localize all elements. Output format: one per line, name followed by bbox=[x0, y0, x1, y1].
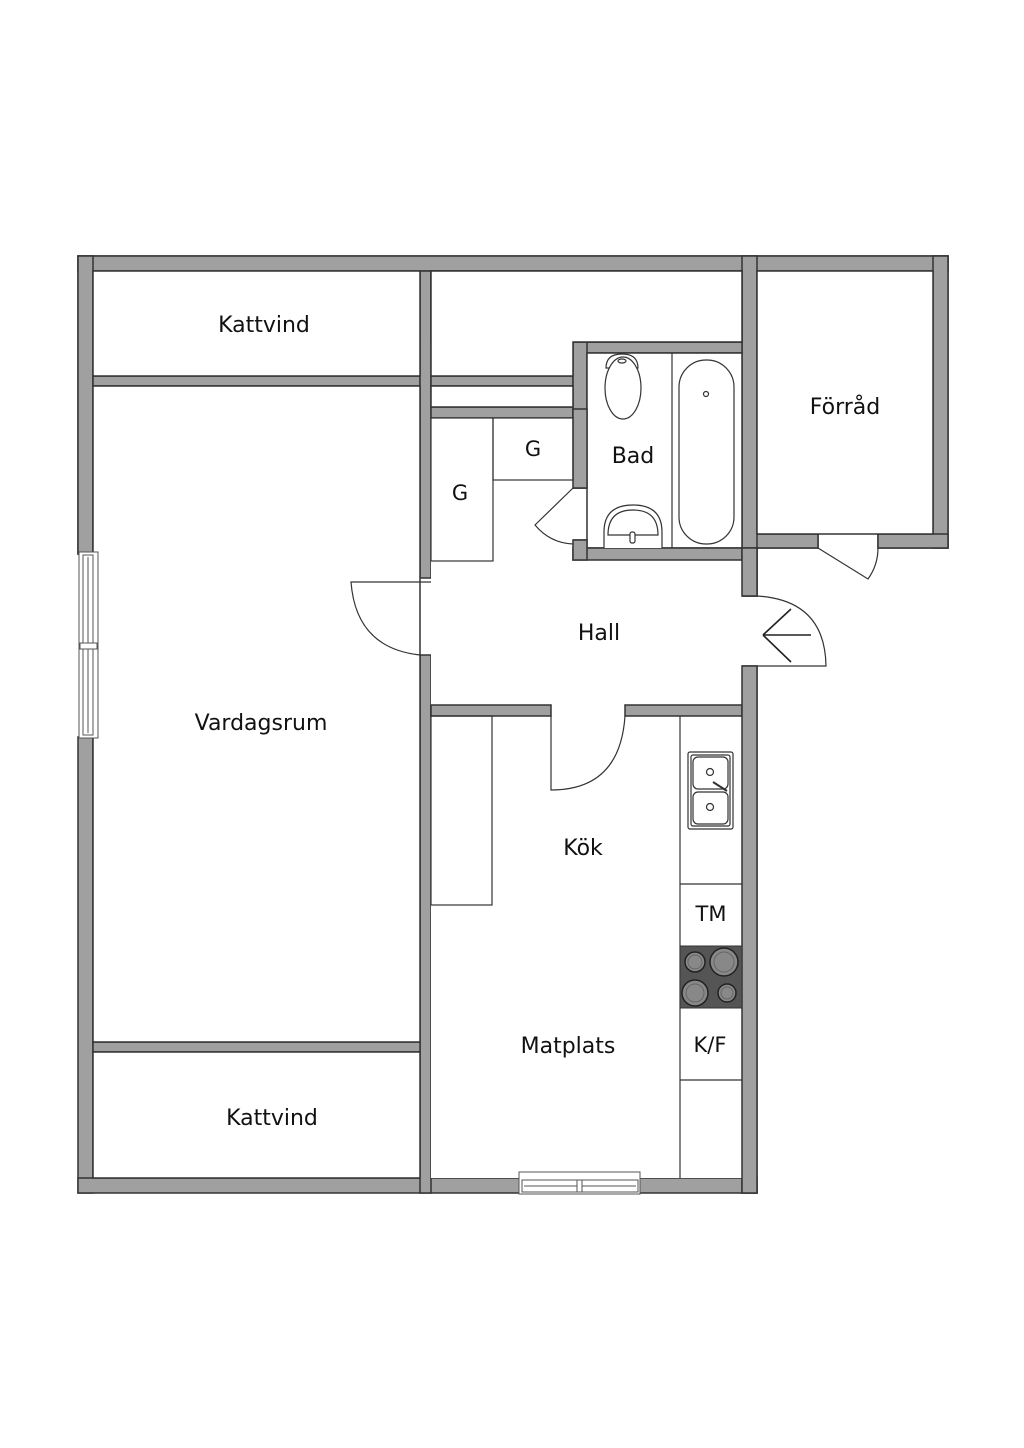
shelf-strip bbox=[430, 385, 574, 408]
door-vardagsrum bbox=[350, 581, 431, 656]
label-closet-g1: G bbox=[452, 481, 468, 505]
door-bad bbox=[534, 487, 574, 545]
label-kattvind-bottom: Kattvind bbox=[226, 1106, 318, 1131]
window-vardagsrum bbox=[78, 551, 99, 739]
door-kok bbox=[550, 715, 626, 791]
kitchen-cabinet-left bbox=[430, 715, 493, 906]
label-kok: Kök bbox=[563, 836, 603, 861]
doors bbox=[350, 487, 879, 791]
label-kattvind-top: Kattvind bbox=[218, 313, 310, 338]
washbasin-icon bbox=[603, 504, 663, 548]
label-tm: TM bbox=[695, 902, 727, 926]
bathtub-icon bbox=[678, 359, 735, 545]
arrow-entrance-icon bbox=[762, 608, 811, 663]
label-matplats: Matplats bbox=[521, 1034, 616, 1059]
label-closet-g2: G bbox=[525, 437, 541, 461]
closet-g1 bbox=[430, 417, 494, 562]
door-entrance bbox=[756, 595, 827, 667]
window-matplats bbox=[518, 1171, 641, 1195]
toilet-icon bbox=[604, 353, 642, 420]
label-kf: K/F bbox=[694, 1033, 727, 1057]
label-bad: Bad bbox=[612, 444, 655, 469]
label-forrad: Förråd bbox=[810, 394, 880, 420]
room-forrad bbox=[756, 270, 934, 535]
stove-icon bbox=[679, 945, 743, 1009]
door-forrad bbox=[817, 547, 879, 580]
label-vardagsrum: Vardagsrum bbox=[195, 711, 328, 736]
closets bbox=[430, 417, 574, 562]
room-hall-kitchen bbox=[431, 418, 742, 1178]
room-kattvind-bottom bbox=[92, 1051, 421, 1179]
room-kattvind-top bbox=[92, 270, 421, 377]
room-vardagsrum bbox=[92, 385, 421, 1043]
label-hall: Hall bbox=[578, 621, 620, 646]
double-sink-icon bbox=[687, 751, 734, 830]
closet-g2 bbox=[492, 417, 574, 481]
